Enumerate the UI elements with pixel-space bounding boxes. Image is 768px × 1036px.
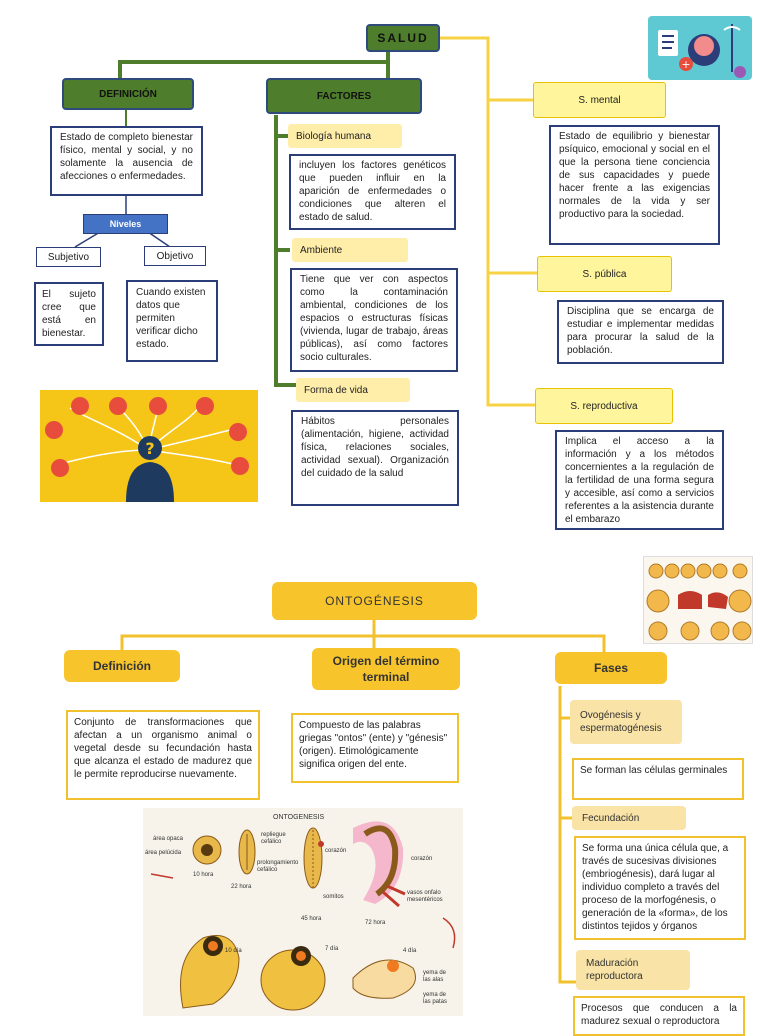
factores-header: FACTORES [266, 78, 422, 114]
fase-fecundacion-label: Fecundación [572, 806, 686, 830]
label-yema-alas: yema de las alas [423, 970, 447, 983]
onto-definicion-text: Conjunto de transformaciones que afectan… [66, 710, 260, 800]
svg-text:+: + [681, 58, 690, 71]
label-repliegue: repliegue cefálico [261, 832, 286, 845]
fase-maduracion-text: Procesos que conducen a la madurez sexua… [573, 996, 745, 1036]
salud-mental-label: S. mental [533, 82, 666, 118]
fase-ovogenesis-text: Se forman las células germinales [572, 758, 744, 800]
diagram-title: ONTOGENESIS [273, 814, 325, 821]
onto-origen-text: Compuesto de las palabras griegas "ontos… [291, 713, 459, 783]
embryo-stages-illustration [643, 556, 753, 644]
health-illustration: + [648, 16, 752, 80]
salud-title: SALUD [366, 24, 440, 52]
line-factores-branch [274, 115, 296, 387]
objetivo-text: Cuando existen datos que permiten verifi… [126, 280, 218, 362]
factor-biologia-text: incluyen los factores genéticos que pued… [289, 154, 456, 230]
line-onto-fases [374, 634, 606, 652]
definicion-header: DEFINICIÓN [62, 78, 194, 110]
salud-publica-label: S. pública [537, 256, 672, 292]
factor-ambiente-label: Ambiente [292, 238, 408, 262]
subjetivo-label: Subjetivo [36, 247, 101, 267]
label-22-hora: 22 hora [231, 884, 252, 890]
label-10-hora: 10 hora [193, 872, 214, 878]
line-onto-definicion [120, 618, 376, 652]
label-4-dia: 4 día [403, 948, 417, 954]
fase-ovogenesis-label: Ovogénesis y espermatogénesis [570, 700, 682, 744]
onto-origen-header: Origen del término terminal [312, 648, 460, 690]
factor-formavida-label: Forma de vida [296, 378, 410, 402]
salud-reproductiva-text: Implica el acceso a la información y a l… [555, 430, 724, 530]
line-fases-branch [558, 686, 578, 984]
ontogenesis-diagram: ONTOGENESIS área opaca área pelúcida rep… [143, 808, 463, 1016]
salud-publica-text: Disciplina que se encarga de estudiar e … [557, 300, 724, 364]
objetivo-label: Objetivo [144, 246, 206, 266]
label-prolongamiento: prolongamiento cefálico [257, 860, 299, 873]
label-corazon-2: corazón [411, 856, 433, 862]
label-45-hora: 45 hora [301, 916, 322, 922]
label-vasos: vasos onfalo mesentéricos [407, 890, 443, 903]
label-somitos: somitos [323, 894, 344, 900]
factor-formavida-text: Hábitos personales (alimentación, higien… [291, 410, 459, 506]
line-salud-tipos [440, 36, 540, 407]
line-salud-definicion [118, 50, 390, 80]
label-10-dia: 10 día [225, 948, 242, 954]
fase-maduracion-label: Maduración reproductora [576, 950, 690, 990]
ontogenesis-title: ONTOGÉNESIS [272, 582, 477, 620]
factor-biologia-label: Biología humana [288, 124, 402, 148]
onto-fases-header: Fases [555, 652, 667, 684]
salud-reproductiva-label: S. reproductiva [535, 388, 673, 424]
label-yema-patas: yema de las patas [423, 992, 448, 1005]
niveles-label: Niveles [83, 214, 168, 234]
subjetivo-text: El sujeto cree que está en bienestar. [34, 282, 104, 346]
onto-definicion-header: Definición [64, 650, 180, 682]
salud-mental-text: Estado de equilibrio y bienestar psíquic… [549, 125, 720, 245]
definicion-text: Estado de completo bienestar físico, men… [50, 126, 203, 196]
label-72-hora: 72 hora [365, 920, 386, 926]
fase-fecundacion-text: Se forma una única célula que, a través … [574, 836, 746, 940]
label-area-pelucida: área pelúcida [145, 850, 182, 856]
label-corazon-1: corazón [325, 848, 347, 854]
factors-illustration: ? [40, 390, 258, 502]
label-area-opaca: área opaca [153, 836, 184, 842]
svg-text:?: ? [145, 439, 154, 458]
label-7-dia: 7 día [325, 946, 339, 952]
factor-ambiente-text: Tiene que ver con aspectos como la conta… [290, 268, 458, 372]
